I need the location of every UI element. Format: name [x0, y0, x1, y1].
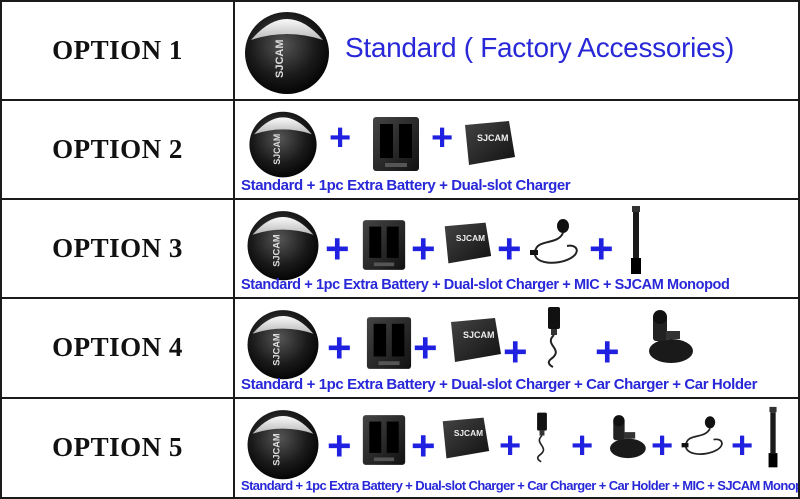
option-label-cell: OPTION 3: [0, 197, 235, 300]
battery-icon: SJCAM: [439, 415, 491, 466]
charger-icon: [361, 413, 407, 472]
option-label-cell: OPTION 1: [0, 0, 235, 102]
option-label: OPTION 2: [52, 134, 183, 165]
option-caption: Standard + 1pc Extra Battery + Dual-slot…: [241, 277, 730, 294]
option-caption: Standard + 1pc Extra Battery + Dual-slot…: [241, 375, 758, 393]
plus-sign: +: [731, 424, 754, 467]
battery-icon: SJCAM: [447, 315, 503, 370]
option-label: OPTION 4: [52, 332, 183, 363]
option-content-cell: SJCAM Standard ( Factory Accessories): [233, 0, 800, 102]
plus-sign: +: [329, 117, 352, 160]
brand-mark: SJCAM: [477, 133, 509, 143]
plus-sign: +: [497, 224, 522, 272]
plus-sign: +: [499, 424, 522, 467]
plus-sign: +: [595, 328, 620, 376]
option-caption: Standard + 1pc Extra Battery + Dual-slot…: [241, 478, 799, 493]
plus-sign: +: [651, 424, 674, 467]
option-label: OPTION 5: [52, 432, 183, 463]
plus-sign: +: [325, 224, 350, 272]
option-label-cell: OPTION 2: [0, 99, 235, 200]
brand-mark: SJCAM: [456, 233, 485, 243]
option-label: OPTION 1: [52, 35, 183, 66]
plus-sign: +: [413, 324, 438, 372]
option-content-cell: SJCAM + + SJCAM +: [233, 297, 800, 399]
camera-icon: SJCAM: [243, 6, 331, 98]
car-charger-icon: [529, 411, 555, 470]
camera-icon: SJCAM: [243, 305, 323, 386]
monopod-icon: [765, 405, 781, 476]
plus-sign: +: [411, 421, 436, 469]
option-caption: Standard + 1pc Extra Battery + Dual-slot…: [241, 176, 571, 194]
option-headline: Standard ( Factory Accessories): [345, 32, 735, 63]
monopod-icon: [627, 205, 645, 281]
car-charger-icon: [539, 305, 569, 376]
option-content-cell: SJCAM + + SJCAM +: [233, 197, 800, 300]
plus-sign: +: [327, 421, 352, 469]
plus-sign: +: [431, 117, 454, 160]
option-label-cell: OPTION 4: [0, 297, 235, 399]
brand-mark: SJCAM: [274, 39, 286, 78]
car-holder-icon: [597, 411, 649, 468]
option-label-cell: OPTION 5: [0, 396, 235, 499]
charger-icon: [365, 315, 413, 376]
car-holder-icon: [633, 305, 697, 374]
camera-icon: SJCAM: [243, 405, 323, 486]
brand-mark: SJCAM: [272, 234, 282, 267]
charger-icon: [371, 115, 421, 178]
option-label: OPTION 3: [52, 232, 183, 263]
mic-icon: [679, 413, 729, 466]
plus-sign: +: [411, 224, 436, 272]
camera-icon: SJCAM: [243, 206, 323, 287]
battery-icon: SJCAM: [461, 119, 517, 172]
charger-icon: [361, 218, 407, 277]
plus-sign: +: [571, 424, 594, 467]
plus-sign: +: [327, 324, 352, 372]
brand-mark: SJCAM: [272, 433, 282, 466]
brand-mark: SJCAM: [272, 333, 282, 366]
plus-sign: +: [503, 328, 528, 376]
brand-mark: SJCAM: [454, 428, 483, 438]
plus-sign: +: [589, 224, 614, 272]
battery-icon: SJCAM: [441, 220, 493, 271]
mic-icon: [527, 216, 585, 275]
brand-mark: SJCAM: [463, 330, 495, 340]
option-content-cell: SJCAM + + SJCAM +: [233, 396, 800, 499]
camera-icon: SJCAM: [243, 107, 323, 184]
option-content-cell: SJCAM + + SJCAM Standard + 1pc Extra Bat…: [233, 99, 800, 200]
brand-mark: SJCAM: [272, 134, 282, 165]
